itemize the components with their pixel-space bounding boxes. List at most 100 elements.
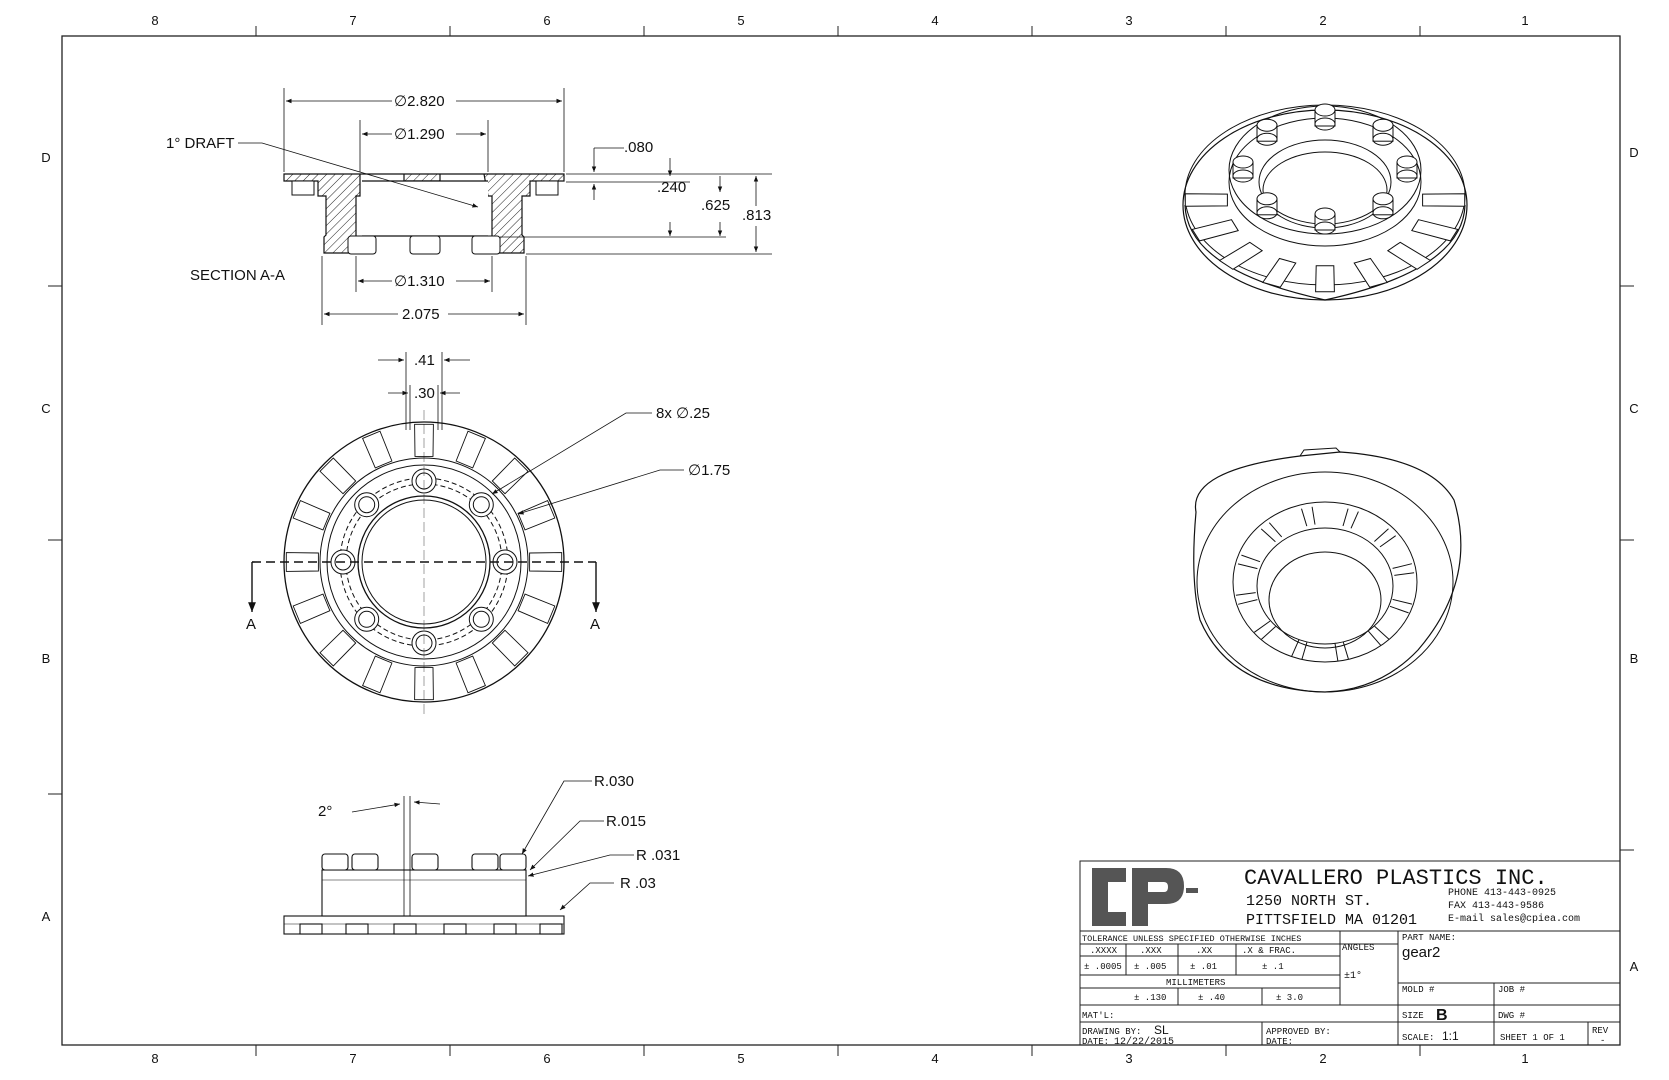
zone-ticks bbox=[48, 26, 1634, 1056]
side-view bbox=[283, 853, 565, 935]
section-body bbox=[283, 173, 565, 254]
boss-hole bbox=[358, 610, 376, 628]
draft-angle: 2° bbox=[318, 803, 332, 820]
date-value: 12/22/2015 bbox=[1114, 1036, 1174, 1048]
gear-tooth-slot bbox=[517, 500, 556, 531]
zone-col-7-top: 7 bbox=[349, 13, 356, 28]
gear-tooth-slot bbox=[455, 430, 486, 469]
iso-boss-top bbox=[1256, 118, 1278, 132]
rev-label: REV bbox=[1592, 1026, 1609, 1036]
zone-col-8-bottom: 8 bbox=[151, 1051, 158, 1066]
gear-tooth-slot bbox=[491, 457, 529, 495]
dim-dia-1290: ∅1.290 bbox=[394, 126, 445, 143]
iso-tooth bbox=[1353, 257, 1389, 288]
side-view-text: 2° R.030 R.015 R .031 R .03 bbox=[318, 773, 680, 892]
iso-boss-base bbox=[1256, 132, 1278, 146]
iso-tooth bbox=[1386, 241, 1432, 270]
side-tab bbox=[539, 923, 563, 935]
iso-tooth bbox=[1411, 219, 1459, 242]
tol-angle: ±1° bbox=[1344, 970, 1362, 982]
iso-boss-top bbox=[1232, 155, 1254, 169]
iso-boss-top bbox=[1372, 192, 1394, 206]
zone-col-5-top: 5 bbox=[737, 13, 744, 28]
mold-label: MOLD # bbox=[1402, 985, 1435, 995]
iso-rib bbox=[1237, 563, 1258, 570]
holes-note: 8x ∅.25 bbox=[656, 405, 710, 422]
iso-boss-top bbox=[1372, 118, 1394, 132]
top-view-text: .41 .30 8x ∅.25 ∅1.75 A A bbox=[246, 352, 730, 633]
mm-tol-2: ± .40 bbox=[1198, 993, 1225, 1003]
iso-boss-base bbox=[1372, 206, 1394, 220]
gear-tooth-slot bbox=[362, 655, 393, 694]
size-label: SIZE bbox=[1402, 1011, 1424, 1021]
drawing-by: SL bbox=[1154, 1023, 1169, 1037]
zone-col-6-bottom: 6 bbox=[543, 1051, 550, 1066]
scale-value: 1:1 bbox=[1442, 1029, 1459, 1043]
gear-tooth-slot bbox=[414, 667, 434, 701]
boss-hole bbox=[472, 610, 490, 628]
section-title: SECTION A-A bbox=[190, 267, 285, 284]
gear-tooth-slot bbox=[529, 552, 563, 572]
zone-row-b-right: B bbox=[1630, 651, 1639, 666]
title-block bbox=[1079, 860, 1621, 1046]
draft-note: 1° DRAFT bbox=[166, 135, 235, 152]
iso-rib bbox=[1374, 625, 1390, 640]
gear-tooth-slot bbox=[362, 430, 393, 469]
zone-col-2-bottom: 2 bbox=[1319, 1051, 1326, 1066]
dim-625: .625 bbox=[701, 197, 730, 214]
gear-tooth-slot bbox=[491, 629, 529, 667]
zone-col-4-top: 4 bbox=[931, 13, 938, 28]
bolt-circle-dia: ∅1.75 bbox=[688, 462, 730, 479]
dim-2075: 2.075 bbox=[402, 306, 440, 323]
iso-tooth bbox=[1315, 265, 1335, 293]
iso-boss-base bbox=[1372, 132, 1394, 146]
col-angles: ANGLES bbox=[1342, 943, 1374, 953]
zone-labels: 8 7 6 5 4 3 2 1 8 7 6 5 4 3 2 1 D C B A … bbox=[41, 13, 1638, 1066]
iso-rib bbox=[1389, 605, 1409, 614]
size-value: B bbox=[1436, 1007, 1448, 1024]
dwg-label: DWG # bbox=[1498, 1011, 1526, 1021]
iso-rib bbox=[1392, 598, 1413, 605]
top-view bbox=[248, 410, 600, 714]
iso-rib bbox=[1350, 511, 1359, 529]
iso-tooth bbox=[1191, 219, 1239, 242]
iso-rib bbox=[1374, 528, 1389, 542]
part-name: gear2 bbox=[1402, 944, 1440, 961]
part-name-label: PART NAME: bbox=[1402, 933, 1456, 943]
dim-dia-2820: ∅2.820 bbox=[394, 93, 445, 110]
mm-tol-1: ± .130 bbox=[1134, 993, 1166, 1003]
side-tab bbox=[443, 923, 467, 935]
title-block-text: CAVALLERO PLASTICS INC. 1250 NORTH ST. P… bbox=[1082, 866, 1609, 1048]
tol-xxxx: ± .0005 bbox=[1084, 962, 1122, 972]
radius-031: R .031 bbox=[636, 847, 680, 864]
tol-xxx: ± .005 bbox=[1134, 962, 1166, 972]
col-x-frac: .X & FRAC. bbox=[1242, 946, 1296, 956]
iso-ribs bbox=[1235, 506, 1415, 662]
company-address2: PITTSFIELD MA 01201 bbox=[1246, 912, 1417, 929]
side-tab bbox=[299, 923, 323, 935]
gear-tooth-slot bbox=[414, 423, 434, 457]
iso-view-bottom bbox=[1193, 447, 1462, 693]
zone-col-7-bottom: 7 bbox=[349, 1051, 356, 1066]
company-phone: PHONE 413-443-0925 bbox=[1448, 888, 1556, 899]
side-tabs bbox=[299, 923, 563, 935]
side-tab bbox=[493, 923, 517, 935]
radius-030: R.030 bbox=[594, 773, 634, 790]
zone-col-5-bottom: 5 bbox=[737, 1051, 744, 1066]
job-label: JOB # bbox=[1498, 985, 1526, 995]
iso-boss-base bbox=[1396, 169, 1418, 183]
top-view-dims bbox=[378, 352, 684, 515]
section-bosses bbox=[291, 180, 559, 255]
drawing-by-label: DRAWING BY: bbox=[1082, 1027, 1141, 1037]
dim-41: .41 bbox=[414, 352, 435, 369]
gear-tooth-slot bbox=[455, 655, 486, 694]
gear-tooth-slot bbox=[319, 457, 357, 495]
radius-015: R.015 bbox=[606, 813, 646, 830]
company-address1: 1250 NORTH ST. bbox=[1246, 893, 1372, 910]
dim-240: .240 bbox=[657, 179, 686, 196]
iso-rib bbox=[1379, 535, 1396, 548]
iso-boss-base bbox=[1232, 169, 1254, 183]
material-label: MAT'L: bbox=[1082, 1011, 1114, 1021]
col-xxxx: .XXXX bbox=[1090, 946, 1118, 956]
